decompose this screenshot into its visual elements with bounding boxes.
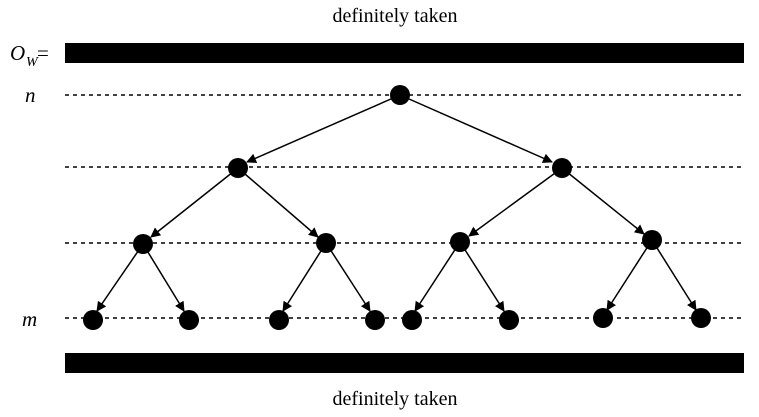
edge — [325, 242, 371, 312]
top-taken-bar — [65, 43, 744, 63]
edge — [414, 241, 461, 312]
top-caption: definitely taken — [333, 5, 458, 27]
tree-node — [552, 158, 572, 178]
edge — [651, 239, 697, 311]
edge — [459, 241, 505, 312]
tree-node — [228, 158, 248, 178]
edge — [468, 167, 563, 237]
edge — [142, 243, 185, 312]
tree-node-leaf — [269, 310, 289, 330]
m-label: m — [22, 307, 37, 331]
ow-label-subscript: W — [26, 55, 39, 70]
tree-node-leaf — [593, 308, 613, 328]
tree-node-leaf — [365, 310, 385, 330]
edge — [399, 94, 553, 163]
edge — [561, 167, 645, 235]
tree-node — [133, 234, 153, 254]
tree-node-leaf — [402, 310, 422, 330]
tree-node — [450, 232, 470, 252]
edge — [606, 239, 653, 311]
edge — [96, 243, 144, 312]
ow-label-main: O — [10, 41, 25, 65]
ow-label-equals: = — [37, 41, 49, 65]
tree-node-leaf — [83, 310, 103, 330]
tree-node — [642, 230, 662, 250]
edge — [282, 242, 327, 312]
tree-edges — [96, 94, 697, 312]
tree-node-leaf — [691, 308, 711, 328]
ow-label: O W = — [10, 41, 49, 70]
edge — [150, 167, 239, 238]
n-label: n — [25, 83, 36, 107]
tree-node-leaf — [499, 310, 519, 330]
edge — [237, 167, 319, 238]
bottom-taken-bar — [65, 353, 744, 373]
tree-node-leaf — [179, 310, 199, 330]
edge — [246, 94, 401, 163]
bottom-caption: definitely taken — [333, 388, 458, 410]
tree-node-root — [390, 85, 410, 105]
tree-nodes — [83, 85, 711, 330]
tree-node — [316, 233, 336, 253]
